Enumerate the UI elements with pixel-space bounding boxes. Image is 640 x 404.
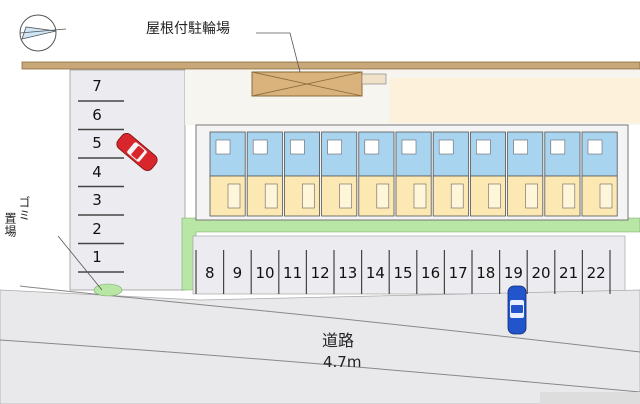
parking-slot-number: 2 [92,219,102,238]
property-wall-top [21,61,640,70]
parking-slot-number: 20 [531,264,551,282]
car-icon [116,133,158,171]
unit-room-detail [413,183,427,209]
bottom-parking-stripes [195,250,611,294]
parking-slot-number: 21 [559,264,579,282]
parking-slot-number: 18 [476,264,496,282]
unit-room-detail [488,183,501,209]
unit-room-detail [562,183,576,209]
parking-slot-number: 8 [205,264,215,282]
unit-fixture [513,139,528,155]
unit-room-detail [599,183,613,209]
unit-fixture [550,139,566,155]
road [0,289,640,404]
bike-shelter-cross-b [251,71,363,97]
road-width: 4.7m [323,353,362,371]
parking-slot-number: 16 [421,264,441,282]
parking-slot-number: 11 [283,264,303,282]
parking-slot-number: 7 [92,77,102,95]
unit-fixture [476,139,491,155]
parking-slot-number: 10 [255,264,275,282]
parking-slot-number: 22 [586,264,606,282]
garbage-label-line1: ゴミ [17,196,31,222]
garbage-leader-line [57,235,103,291]
neighbor-lot [390,78,640,123]
parking-slot-number: 3 [92,191,102,209]
unit-fixture [252,139,268,155]
unit-fixture [438,139,454,155]
unit-fixture [587,139,603,155]
leader-line [256,32,301,73]
parking-slot-number: 15 [393,264,413,282]
compass-icon [19,14,67,52]
parking-slot-number: 12 [310,264,330,282]
left-parking-stripes [78,100,124,273]
parking-slot-number: 13 [338,264,358,282]
parking-slot-number: 6 [92,105,102,124]
road-edge-line [19,285,640,353]
parking-slot-number: 17 [448,264,468,282]
unit-room-detail [376,183,390,209]
apartment-units [209,131,618,217]
parking-slot-number: 1 [92,248,102,266]
parking-slot-number: 19 [503,264,523,282]
car-icon [507,285,527,335]
left-parking-area [69,69,186,291]
unit-fixture [215,139,231,155]
unit-fixture [364,139,380,155]
garbage-label-line2: 置場 [3,212,17,238]
road-edge-line-lower [0,339,640,393]
unit-room-detail [339,183,352,209]
unit-fixture [290,139,305,155]
hedge [181,217,640,291]
meter-box [361,73,387,85]
unit-room-detail [450,183,464,209]
road-name: 道路 [322,331,355,350]
unit-fixture [327,139,342,155]
bottom-parking-area [192,235,626,295]
unit-room-detail [302,183,315,209]
parking-slot-number: 5 [92,134,102,152]
bike-shelter-label: 屋根付駐輪場 [146,21,230,37]
neighbor-strip [540,392,640,404]
unit-room-detail [227,183,241,209]
garbage-area [93,283,123,297]
parking-slot-number: 4 [92,162,102,181]
parking-slot-number: 9 [232,264,243,282]
parking-slot-number: 14 [365,264,385,282]
unit-room-detail [264,183,278,209]
unit-room-detail [525,183,538,209]
unit-fixture [401,139,417,155]
